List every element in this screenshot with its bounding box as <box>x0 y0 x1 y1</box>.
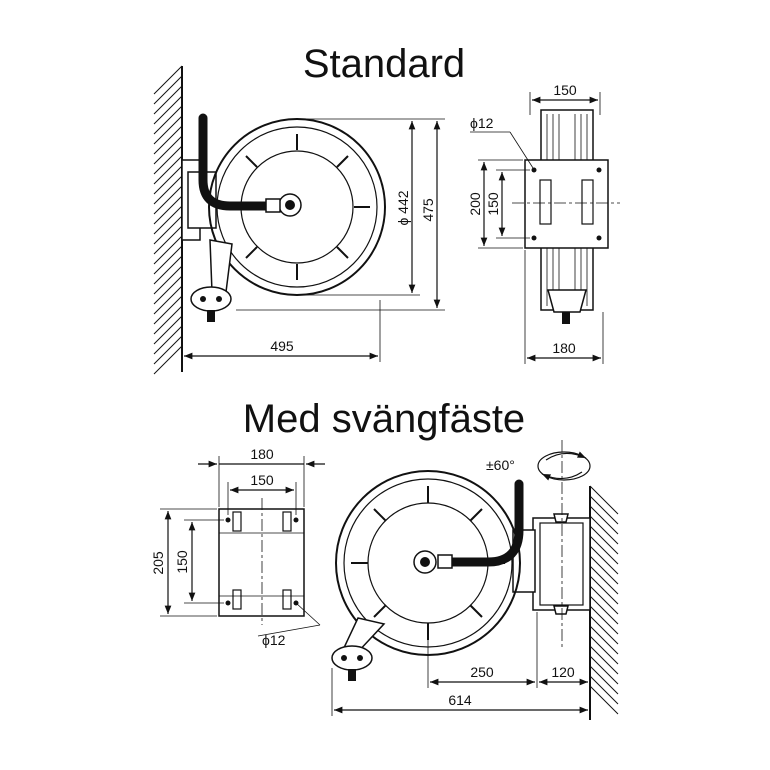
dim-plate-width: 180 <box>250 446 274 462</box>
hatch-line <box>589 505 619 535</box>
swivel-plate-view: 180 150 205 150 ϕ12 <box>150 446 325 648</box>
hatch-line <box>153 85 183 115</box>
title-swivel: Med svängfäste <box>243 397 525 441</box>
mounting-plate <box>524 159 609 249</box>
hatch-line <box>153 305 183 335</box>
hatch-line <box>153 265 183 295</box>
swivel-bracket <box>532 517 591 611</box>
dim-bracket-width: 150 <box>553 82 577 98</box>
dim-height-475: 475 <box>420 198 436 222</box>
hatch-line <box>153 205 183 235</box>
hatch-line <box>589 585 619 615</box>
hatch-line <box>153 225 183 255</box>
dim-bracket-height: 200 <box>467 192 483 216</box>
dim-hole-spacing: 150 <box>485 192 501 216</box>
swivel-side-view: ±60° 250 120 <box>331 440 619 720</box>
hatch-line <box>153 115 183 145</box>
hatch-line <box>589 565 619 595</box>
hatch-line <box>153 65 183 95</box>
hatch-line <box>153 255 183 285</box>
hatch-line <box>589 665 619 695</box>
hatch-line <box>153 185 183 215</box>
guide-arm <box>209 239 233 293</box>
hatch-line <box>589 605 619 635</box>
hatch-line <box>153 235 183 265</box>
dim-hole-spacing-v: 150 <box>174 550 190 574</box>
hatch-line <box>589 495 619 525</box>
hose-guide <box>190 286 232 312</box>
hatch-line <box>153 335 183 365</box>
hatch-line <box>153 295 183 325</box>
standard-side-view: 495 ϕ 442 475 <box>153 65 445 375</box>
dim-plate-height: 205 <box>150 551 166 575</box>
hatch-line <box>153 175 183 205</box>
hatch-line <box>153 275 183 305</box>
dim-bracket-depth-120: 120 <box>551 664 575 680</box>
hatch-line <box>589 625 619 655</box>
hatch-line <box>589 675 619 705</box>
hatch-line <box>153 95 183 125</box>
hatch-line <box>153 315 183 345</box>
wall-hatch-right <box>589 485 619 720</box>
dim-hole-diameter: ϕ12 <box>470 115 494 131</box>
hatch-line <box>153 325 183 355</box>
title-standard: Standard <box>303 42 465 86</box>
hatch-line <box>153 135 183 165</box>
hatch-line <box>153 165 183 195</box>
dim-offset-250: 250 <box>470 664 494 680</box>
dim-hole-diameter-swivel: ϕ12 <box>262 632 286 648</box>
hatch-line <box>589 535 619 565</box>
hatch-line <box>589 655 619 685</box>
hatch-line <box>153 75 183 105</box>
hatch-line <box>153 145 183 175</box>
hatch-line <box>153 105 183 135</box>
hatch-line <box>589 485 619 515</box>
hatch-line <box>589 575 619 605</box>
hatch-line <box>589 515 619 545</box>
hose <box>198 113 277 211</box>
hatch-line <box>589 645 619 675</box>
dim-drum-diameter: ϕ 442 <box>395 190 411 225</box>
hatch-line <box>589 525 619 555</box>
hatch-line <box>153 285 183 315</box>
wall-hatch-left <box>153 65 183 375</box>
hatch-line <box>589 685 619 715</box>
hose-swivel <box>443 479 524 567</box>
dim-width-495: 495 <box>270 338 294 354</box>
hatch-line <box>153 245 183 275</box>
dim-depth: 180 <box>552 340 576 356</box>
hatch-line <box>589 555 619 585</box>
standard-front-view: 150 ϕ12 200 150 180 <box>467 82 620 364</box>
hose-guide-swivel <box>331 645 373 671</box>
hatch-line <box>153 155 183 185</box>
hatch-line <box>153 215 183 245</box>
hatch-line <box>589 595 619 625</box>
hatch-line <box>589 635 619 665</box>
hatch-line <box>589 545 619 575</box>
swivel-angle: ±60° <box>486 457 515 473</box>
hatch-line <box>153 195 183 225</box>
hatch-line <box>589 615 619 645</box>
dim-hole-spacing-h: 150 <box>250 472 274 488</box>
dim-total-width-614: 614 <box>448 692 472 708</box>
swivel-rotation-arrow <box>537 451 591 481</box>
hatch-line <box>153 345 183 375</box>
hatch-line <box>153 125 183 155</box>
